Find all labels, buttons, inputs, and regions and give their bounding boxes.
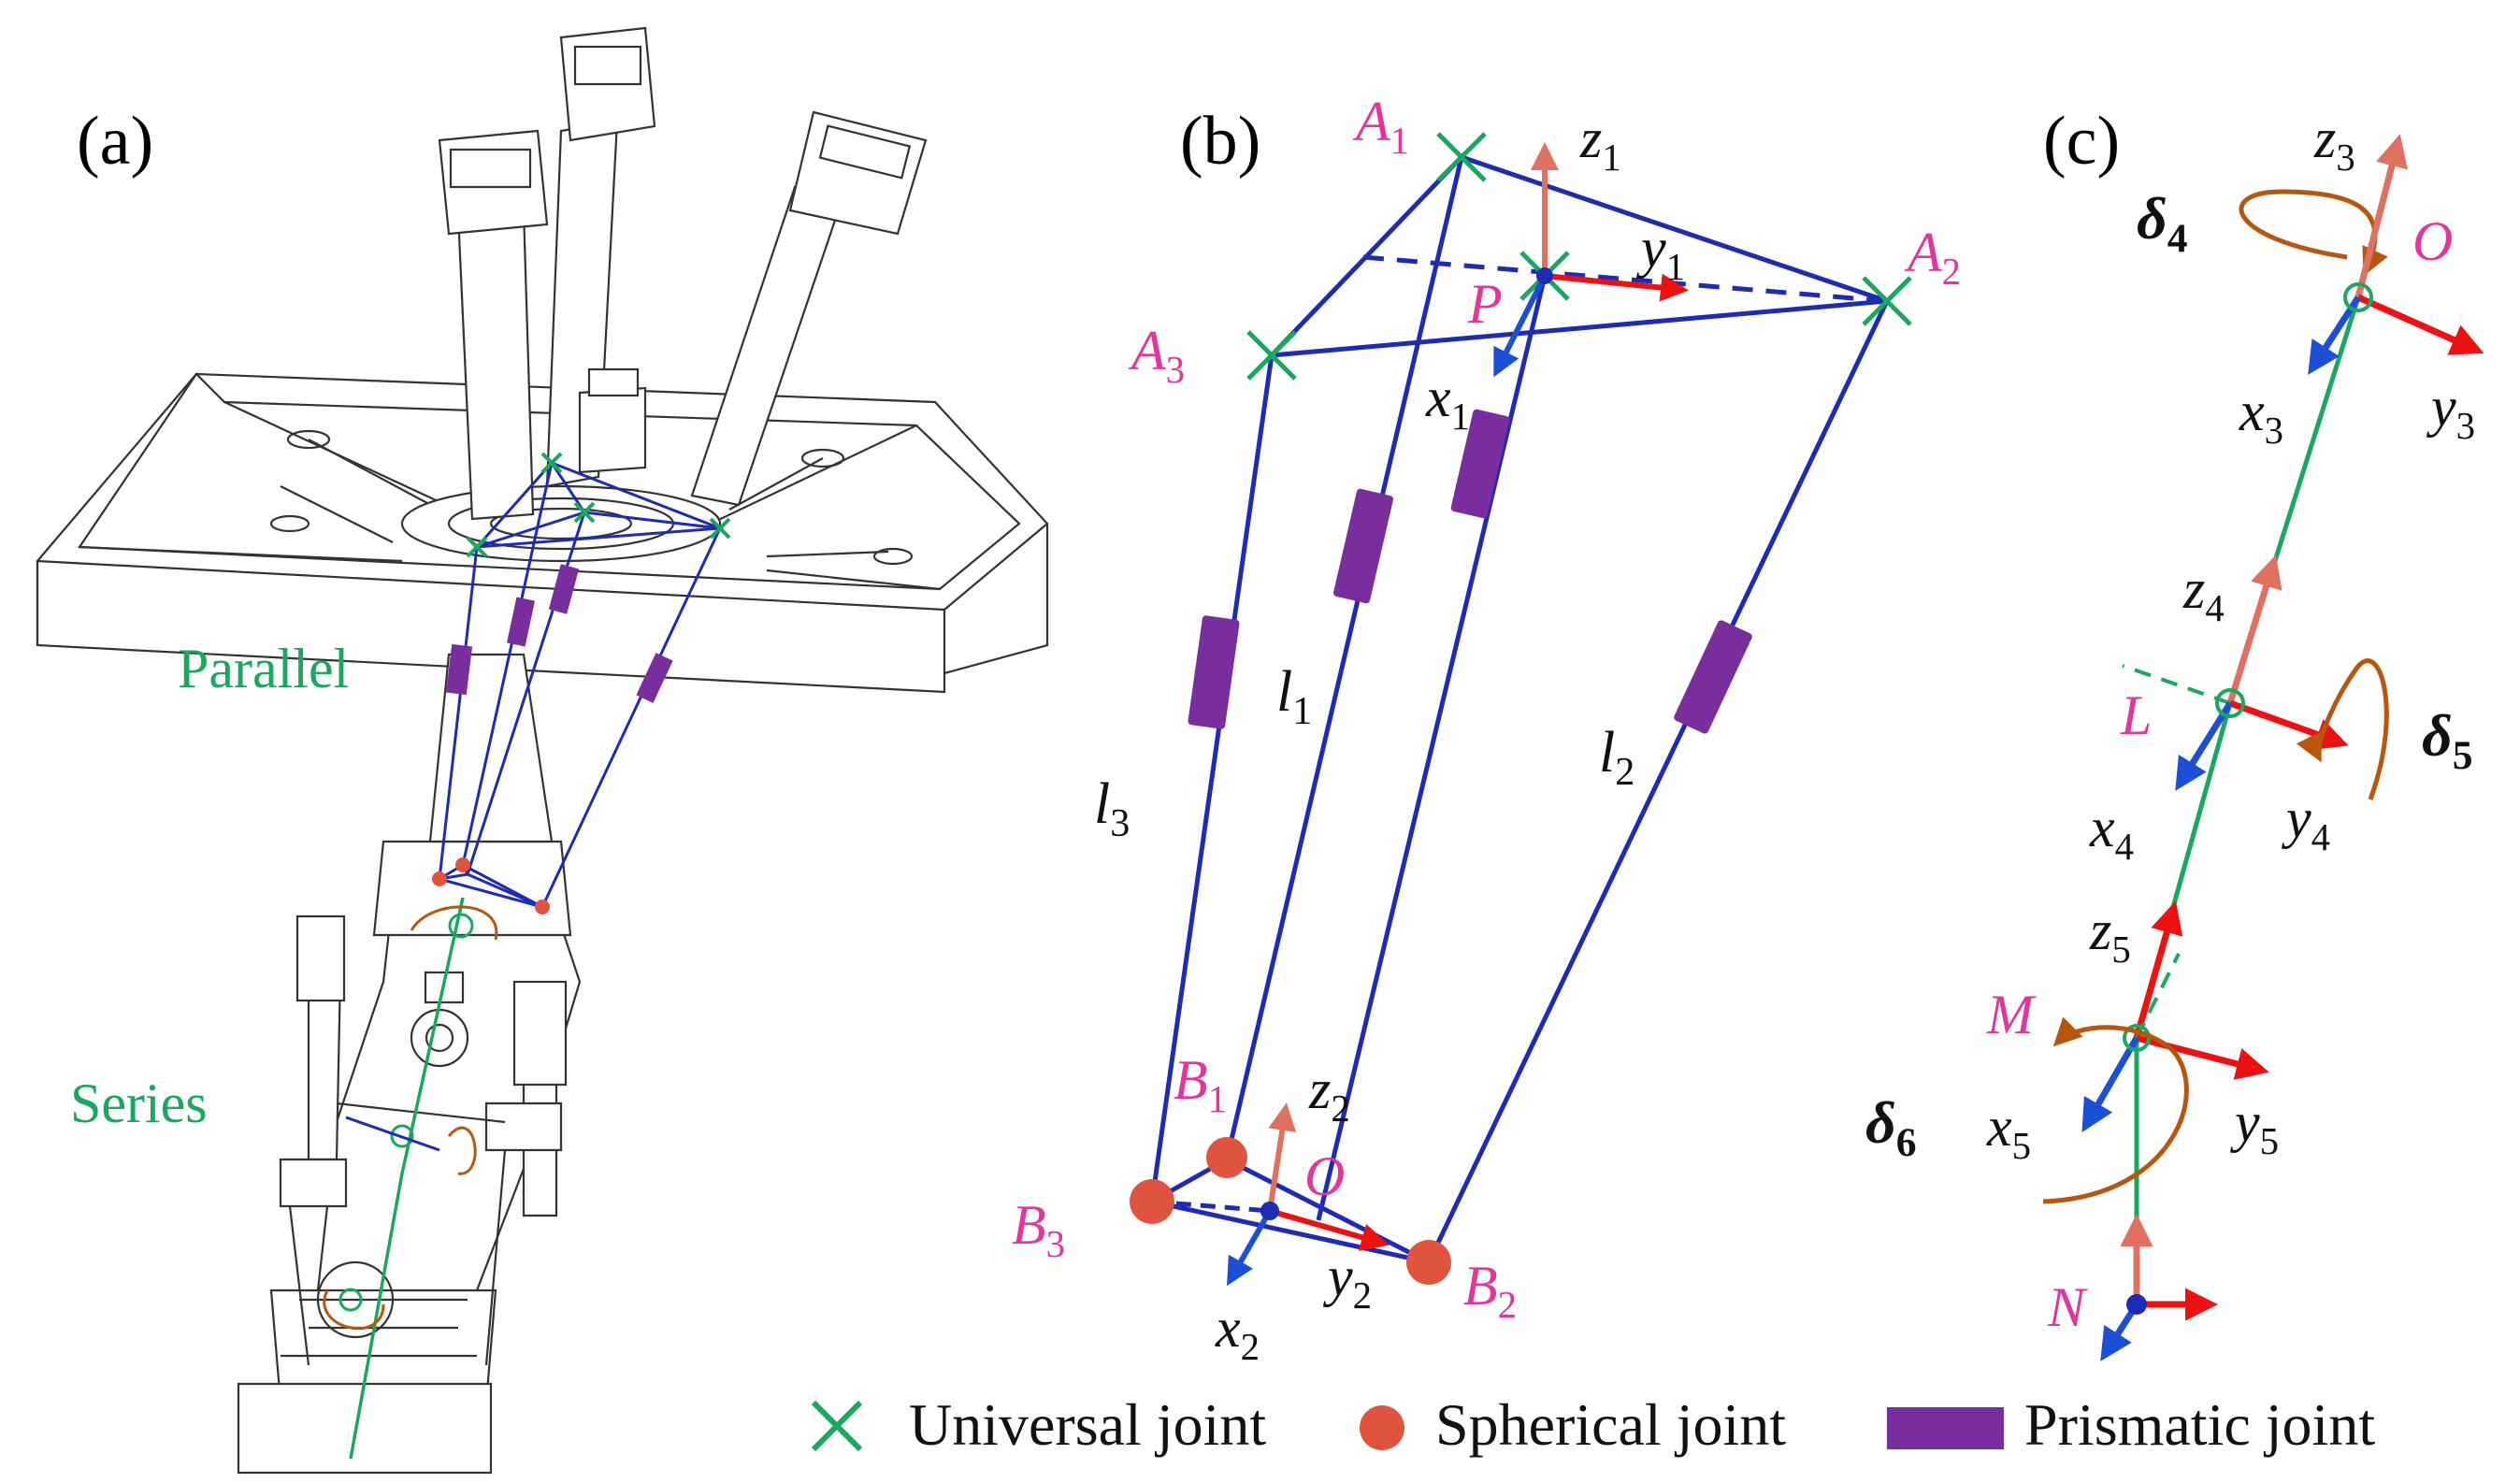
frame-o-upper — [2239, 134, 2484, 375]
label-l3: l3 — [1094, 772, 1130, 845]
legs — [1149, 156, 1890, 1264]
leg-l2 — [1426, 299, 1890, 1264]
legend-prismatic-label: Prismatic joint — [2024, 1391, 2375, 1458]
label-y5: y5 — [2229, 1091, 2279, 1162]
legend-universal-label: Universal joint — [909, 1391, 1266, 1458]
label-y4: y4 — [2281, 787, 2330, 858]
panel-b: (b) — [1012, 91, 1961, 1368]
label-a1: A1 — [1352, 91, 1409, 162]
legend-prismatic-icon — [1887, 1407, 2004, 1449]
panel-b-label: (b) — [1180, 103, 1260, 180]
panel-a: (a) — [36, 26, 1049, 1475]
label-b3: B3 — [1012, 1194, 1065, 1265]
frame-m — [2042, 900, 2269, 1204]
label-y1: y1 — [1635, 217, 1685, 288]
label-z4: z4 — [2182, 558, 2225, 629]
label-x1: x1 — [1425, 367, 1470, 438]
label-delta5: δ5 — [2422, 702, 2473, 778]
universal-joints — [1246, 132, 1912, 381]
legend-universal-icon — [811, 1400, 863, 1452]
label-o-lower: O — [1304, 1145, 1345, 1207]
label-delta4: δ4 — [2137, 185, 2188, 261]
label-delta6: δ6 — [1865, 1089, 1917, 1165]
label-b2: B2 — [1463, 1255, 1517, 1326]
frame-p — [1493, 142, 1689, 378]
label-a3: A3 — [1128, 320, 1185, 391]
label-p: P — [1467, 273, 1503, 335]
parallel-label: Parallel — [178, 638, 349, 699]
leg-l3 — [1149, 354, 1274, 1202]
label-z3: z3 — [2313, 108, 2355, 179]
label-l2: l2 — [1599, 721, 1634, 794]
panel-c-label: (c) — [2043, 103, 2120, 180]
label-l1: l1 — [1276, 660, 1312, 733]
label-n: N — [2047, 1276, 2088, 1338]
prismatic-joints — [1188, 409, 1752, 734]
label-m: M — [1986, 984, 2037, 1045]
frame-n — [2100, 1214, 2218, 1361]
label-b1: B1 — [1174, 1049, 1227, 1120]
legend: Universal joint Spherical joint Prismati… — [811, 1391, 2375, 1458]
legend-spherical-label: Spherical joint — [1435, 1391, 1786, 1458]
label-x3: x3 — [2239, 381, 2283, 452]
legend-spherical-icon — [1360, 1405, 1404, 1450]
spherical-joints — [1130, 1137, 1451, 1285]
label-z5: z5 — [2089, 900, 2131, 971]
label-y3: y3 — [2426, 376, 2475, 447]
label-y2: y2 — [1322, 1245, 1372, 1317]
lower-arm-drawing — [237, 653, 582, 1475]
series-label: Series — [70, 1073, 208, 1134]
label-x5: x5 — [1986, 1096, 2031, 1167]
parallel-prismatic-marks — [445, 564, 673, 703]
actuators-drawing — [438, 26, 928, 521]
parallel-spherical-joints — [432, 857, 550, 914]
series-chain — [2134, 296, 2361, 1304]
label-l: L — [2120, 684, 2152, 746]
leg-l1-right — [1316, 275, 1548, 1221]
frame-o-lower — [1227, 1102, 1390, 1287]
parallel-universal-joints — [466, 452, 731, 558]
label-z1: z1 — [1579, 108, 1621, 179]
lower-platform — [1150, 1157, 1431, 1265]
series-overlay — [323, 897, 498, 1460]
panel-a-label: (a) — [77, 103, 153, 180]
label-x4: x4 — [2089, 797, 2134, 868]
label-x2: x2 — [1215, 1297, 1260, 1368]
upper-platform — [1270, 154, 1888, 358]
base-plate-drawing — [36, 372, 1049, 694]
frame-l — [2122, 658, 2389, 800]
leg-l1-left — [1224, 156, 1464, 1160]
label-z2: z2 — [1308, 1058, 1350, 1130]
label-o-upper: O — [2412, 210, 2453, 272]
label-a2: A2 — [1904, 222, 1961, 293]
panel-c: (c) — [1865, 103, 2484, 1361]
